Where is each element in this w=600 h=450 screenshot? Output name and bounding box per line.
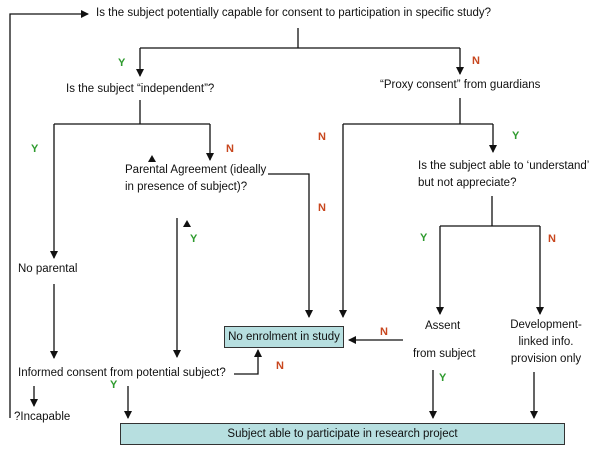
triangle-marker-2 (183, 220, 191, 227)
proxy-consent: “Proxy consent” from guardians (380, 79, 541, 91)
assent: Assent (425, 320, 461, 332)
from-subject: from subject (413, 348, 476, 360)
loop-line (9, 10, 89, 418)
no-label-parental-no-enrolment: N (318, 202, 326, 214)
triangle-marker-1 (148, 155, 156, 162)
line-informed-to-no-enrolment (234, 349, 262, 375)
line-parental-to-no-enrolment (268, 173, 313, 318)
incapable: ?Incapable (14, 411, 71, 423)
informed-consent: Informed consent from potential subject? (18, 367, 226, 379)
development-info: Development-linked info. provision only (510, 319, 582, 365)
no-label-development: N (548, 233, 556, 245)
no-label-parental: N (226, 143, 234, 155)
question-capable: Is the subject potentially capable for c… (96, 7, 492, 19)
question-understand: Is the subject able to ‘understand’ but … (418, 160, 589, 189)
yes-label-assent: Y (420, 232, 428, 244)
yes-label-understand: Y (512, 130, 520, 142)
yes-label-from-subject: Y (439, 372, 447, 384)
no-label-assent: N (380, 326, 388, 338)
question-independent: Is the subject “independent”? (66, 83, 215, 95)
yes-label-participate: Y (110, 379, 118, 391)
no-parental: No parental (18, 263, 78, 275)
yes-label-parental: Y (190, 233, 198, 245)
yes-label-independent: Y (118, 57, 126, 69)
yes-label-no-parental: Y (31, 143, 39, 155)
no-enrolment-box: No enrolment in study (224, 326, 344, 348)
no-label-informed: N (276, 360, 284, 372)
parental-agreement: Parental Agreement (ideally in presence … (125, 164, 267, 193)
no-label-proxy: N (472, 55, 480, 67)
able-to-participate-box: Subject able to participate in research … (120, 423, 565, 445)
no-label-proxy-no-enrolment: N (318, 131, 326, 143)
